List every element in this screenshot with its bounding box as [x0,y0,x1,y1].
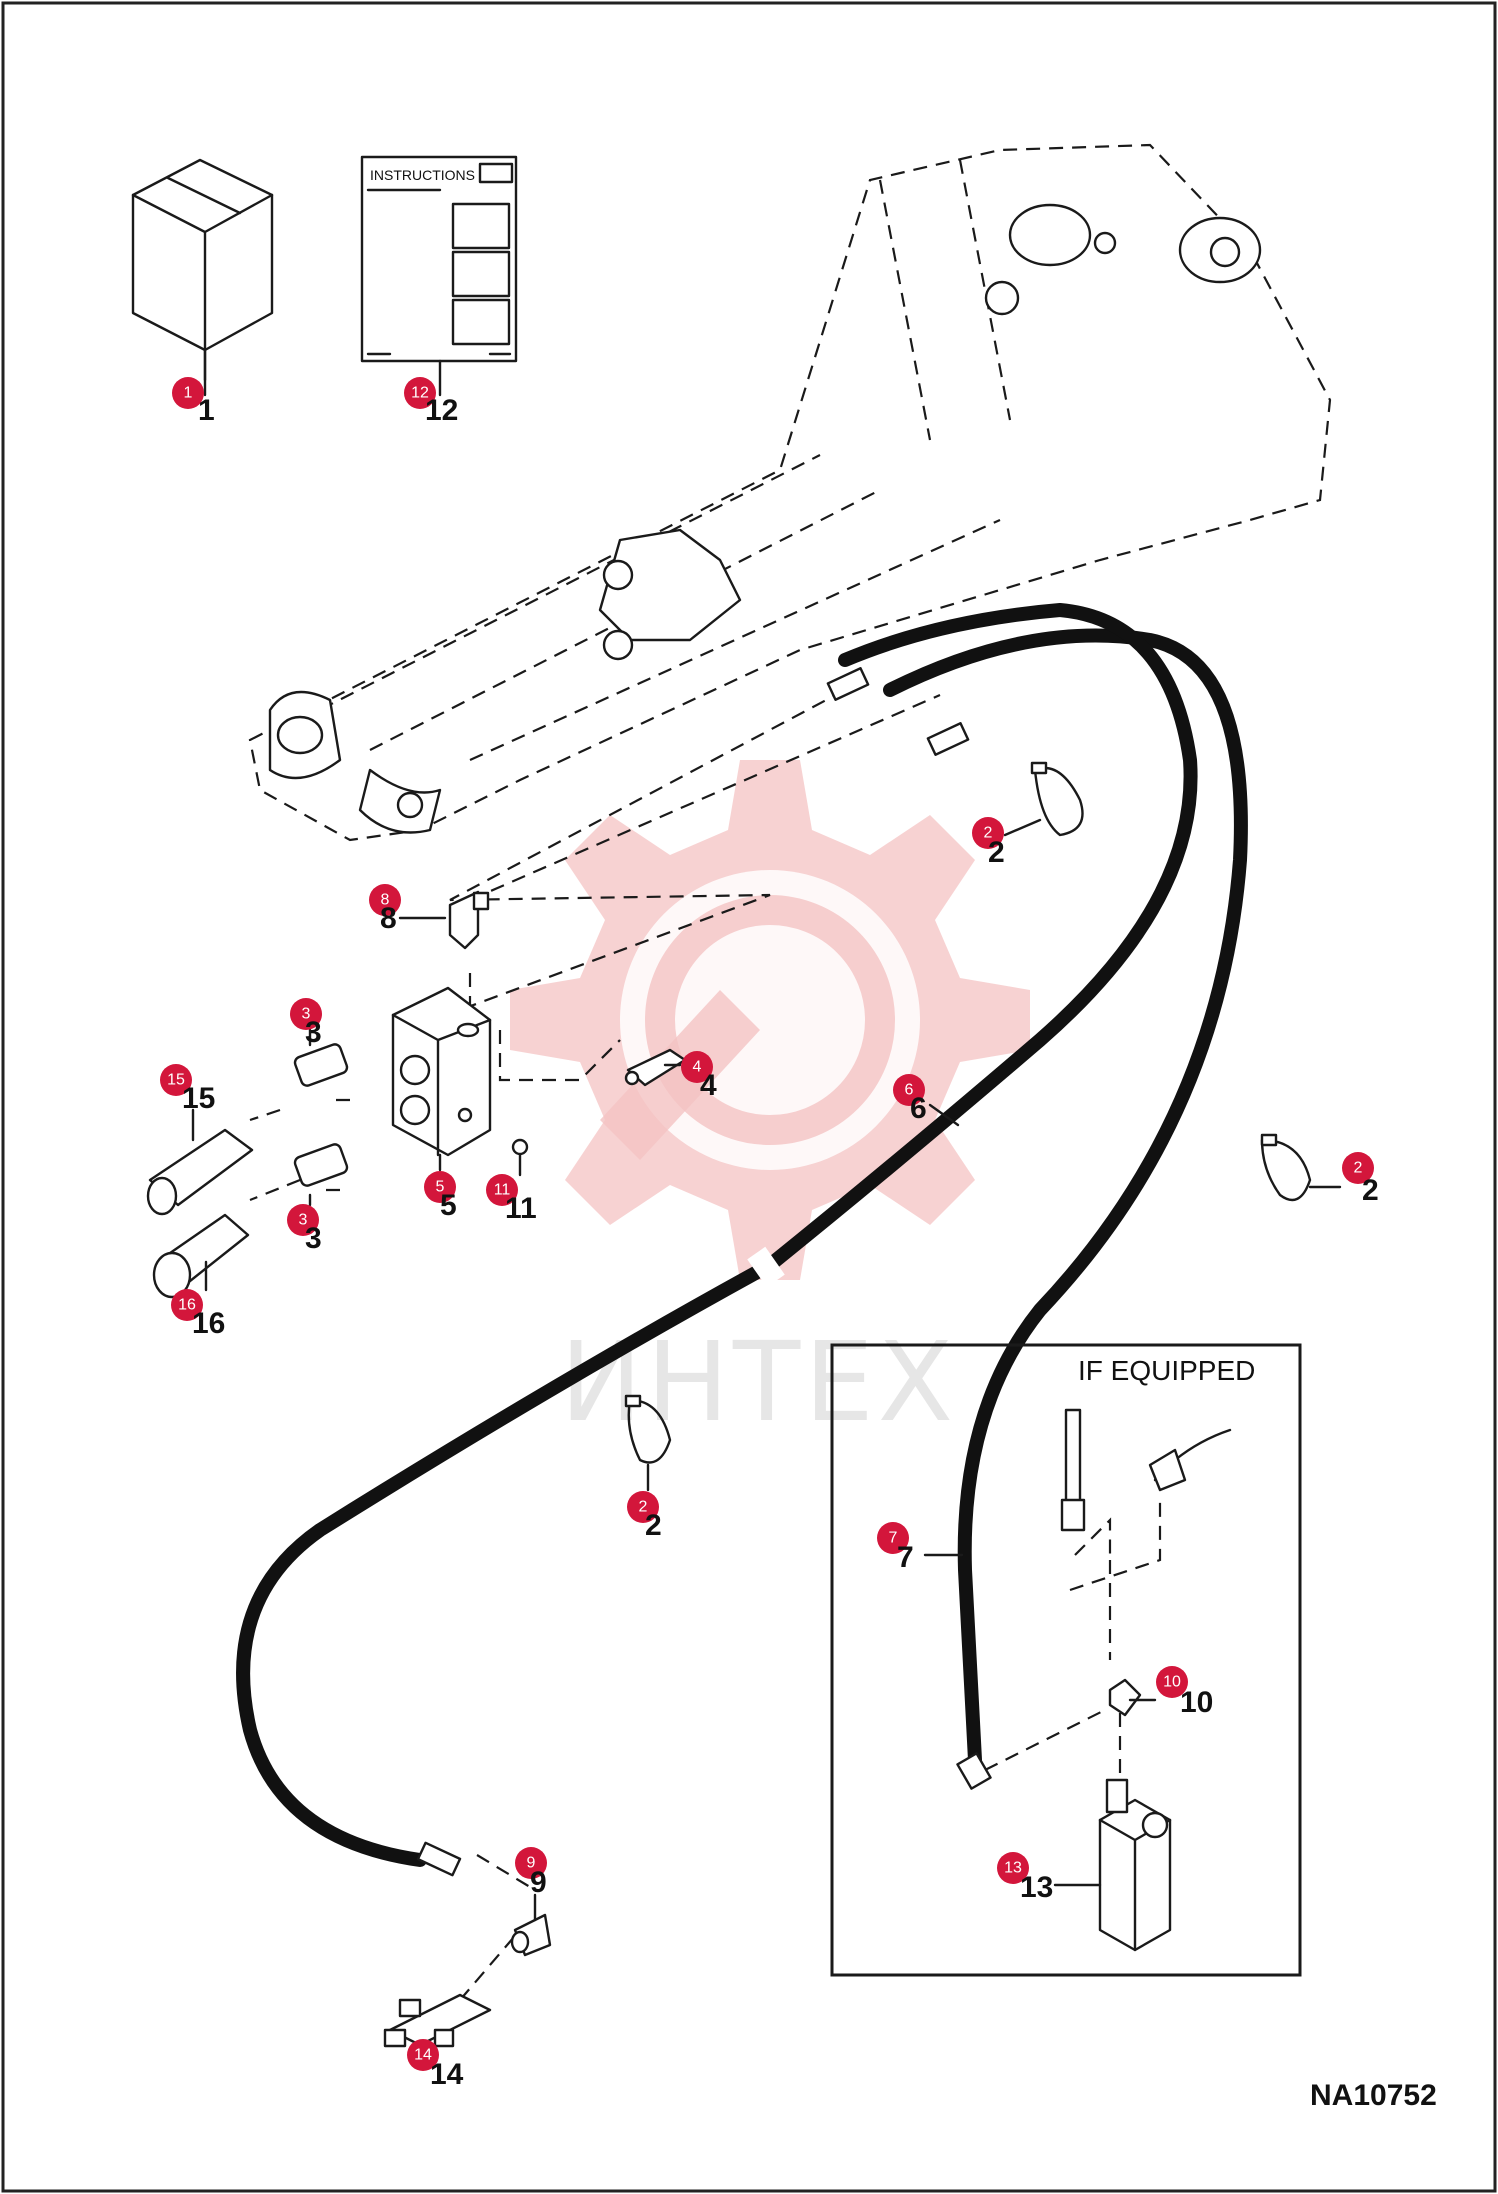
elbow-fitting-9 [510,1913,552,1957]
svg-text:8: 8 [381,892,390,909]
svg-text:6: 6 [905,1082,914,1099]
svg-text:10: 10 [1163,1674,1181,1691]
svg-text:14: 14 [414,2047,432,2064]
svg-text:5: 5 [436,1179,445,1196]
adapter-3 [293,1043,349,1187]
plug-11 [511,1138,529,1156]
svg-text:2: 2 [1362,1174,1379,1207]
svg-text:3: 3 [302,1006,311,1023]
svg-text:3: 3 [299,1212,308,1229]
callout-11: 11 11 [486,1153,537,1225]
callout-10: 10 10 [1128,1666,1213,1719]
instructions-label: INSTRUCTIONS [370,167,475,183]
callout-3-lower: 3 3 [287,1193,322,1255]
dashed-leader-lines [249,689,1162,2001]
hose-7 [236,602,1198,1867]
coupler-15 [146,1128,254,1216]
svg-text:3: 3 [305,1016,322,1049]
excavator-arm-outline [248,143,1332,842]
svg-text:14: 14 [430,2058,464,2091]
svg-text:15: 15 [167,1072,185,1089]
callout-2-lower: 2 2 [627,1463,662,1542]
callout-9: 9 9 [515,1847,547,1922]
svg-text:12: 12 [411,385,429,402]
callout-5: 5 5 [424,1153,457,1222]
svg-text:2: 2 [1354,1160,1363,1177]
coupler-16 [152,1213,250,1299]
svg-text:15: 15 [182,1082,215,1115]
svg-text:13: 13 [1020,1871,1053,1904]
svg-text:3: 3 [305,1222,322,1255]
if-equipped-parts [1060,1408,1232,1952]
callout-13: 13 13 [997,1852,1102,1904]
svg-text:16: 16 [178,1297,196,1314]
callout-12: 12 12 [404,377,458,427]
svg-text:2: 2 [645,1509,662,1542]
svg-text:9: 9 [530,1866,547,1899]
if-equipped-box [830,1343,1302,1977]
svg-text:4: 4 [700,1069,717,1102]
hose-break [747,1246,785,1288]
svg-text:16: 16 [192,1307,225,1340]
callout-1: 1 1 [172,348,215,427]
callout-4: 4 4 [663,1051,717,1102]
watermark-text: ИНТЕХ [560,1318,957,1446]
watermark-gear-logo [510,760,1030,1280]
svg-text:8: 8 [380,902,397,935]
instructions-sheet [360,155,518,363]
hose-end-fitting [416,667,992,1877]
drawing-number: NA10752 [1310,2079,1437,2112]
svg-text:1: 1 [198,394,215,427]
svg-text:1: 1 [184,385,193,402]
callout-7: 7 7 [877,1522,964,1574]
svg-text:12: 12 [425,394,458,427]
svg-text:7: 7 [889,1530,898,1547]
callout-2-upper: 2 2 [972,817,1042,869]
if-equipped-label: IF EQUIPPED [1078,1355,1255,1386]
valve-block-5 [391,986,492,1157]
svg-text:11: 11 [494,1182,511,1199]
callout-8: 8 8 [369,884,447,935]
svg-text:4: 4 [693,1059,702,1076]
relief-valve-4 [624,1048,687,1087]
callout-2-right: 2 2 [1308,1152,1379,1207]
svg-text:6: 6 [910,1092,927,1125]
svg-text:5: 5 [440,1189,457,1222]
callout-16: 16 16 [171,1260,225,1340]
hose-6 [883,628,1248,1767]
svg-text:2: 2 [639,1499,648,1516]
svg-text:9: 9 [527,1855,536,1872]
tee-fitting-14 [383,1993,492,2048]
svg-text:13: 13 [1004,1860,1022,1877]
hose-clamp [624,761,1312,1464]
svg-text:11: 11 [505,1192,537,1225]
elbow-fitting-8 [448,890,490,950]
svg-text:7: 7 [897,1541,914,1574]
callout-6: 6 6 [893,1074,960,1127]
callout-3-upper: 3 3 [290,998,322,1049]
svg-text:2: 2 [988,836,1005,869]
callout-15: 15 15 [160,1064,215,1142]
callout-14: 14 14 [407,2039,464,2091]
kit-box [131,158,274,352]
svg-text:2: 2 [984,825,993,842]
svg-text:10: 10 [1180,1686,1213,1719]
